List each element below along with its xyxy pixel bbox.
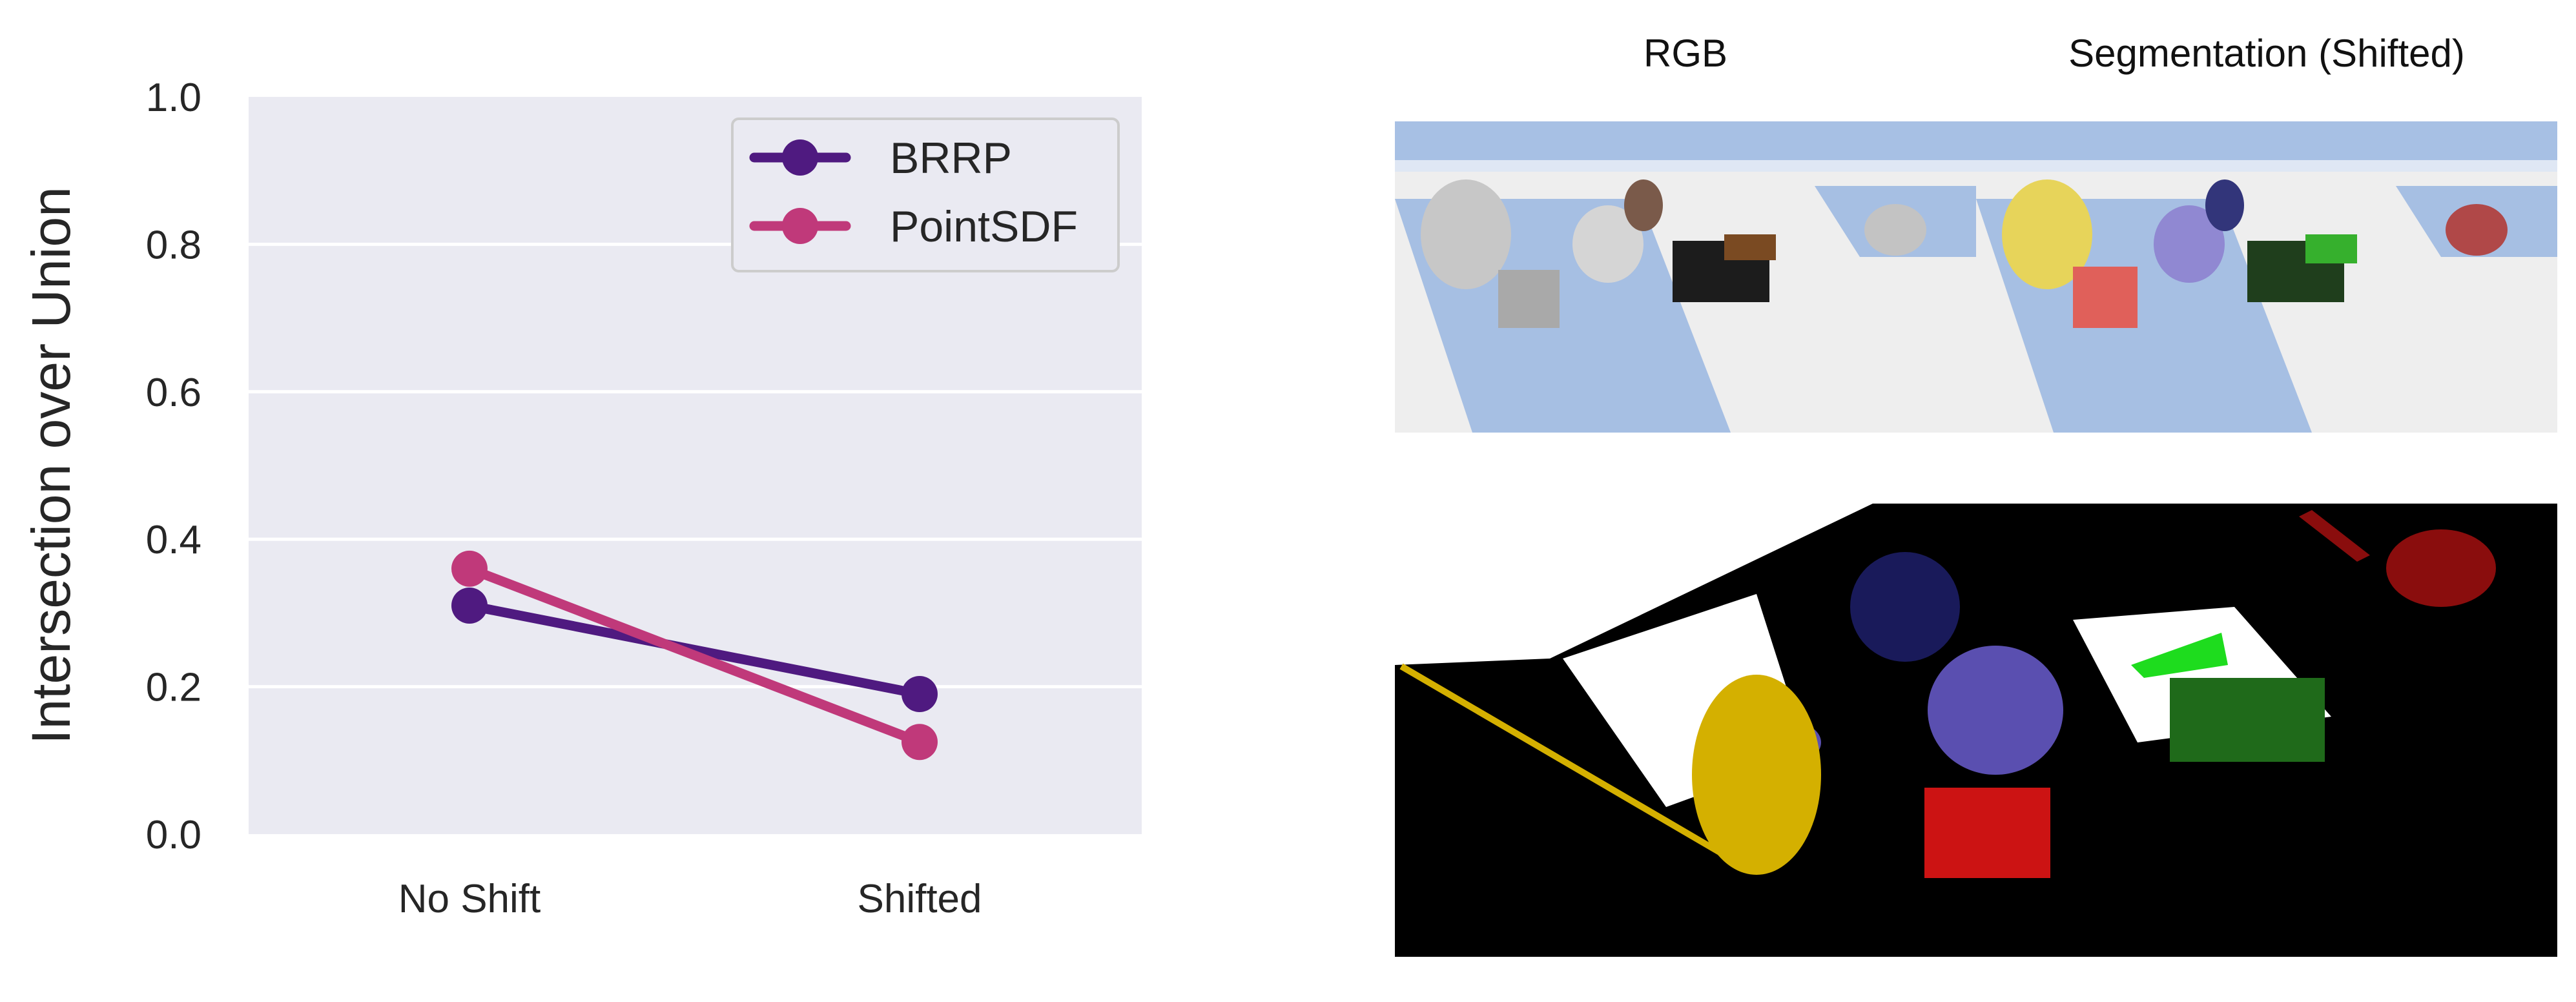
y-tick-label: 0.0 [146, 813, 201, 857]
series-points [451, 550, 938, 761]
data-point-pointsdf [451, 550, 488, 587]
legend-label-brrp: BRRP [890, 134, 1012, 183]
data-point-pointsdf [902, 724, 938, 761]
x-tick-label: Shifted [857, 877, 982, 921]
y-tick-label: 0.4 [146, 518, 201, 562]
series-lines [464, 564, 925, 747]
series-line-pointsdf [464, 564, 925, 747]
data-point-brrp [902, 676, 938, 713]
segmentation-3d-view [1395, 497, 2557, 957]
segmentation-panel-title: Segmentation (Shifted) [2068, 32, 2465, 75]
legend: BRRP PointSDF [731, 118, 1120, 272]
x-tick-label: No Shift [398, 877, 541, 921]
y-tick-label: 0.6 [146, 371, 201, 415]
legend-label-pointsdf: PointSDF [890, 202, 1078, 251]
segmentation-scene-image [1976, 121, 2557, 433]
rgb-panel-title: RGB [1643, 32, 1728, 75]
y-tick-label: 0.8 [146, 223, 201, 267]
y-tick-label: 1.0 [146, 76, 201, 120]
legend-marker-brrp [782, 139, 818, 176]
series-line-brrp [464, 600, 925, 699]
data-point-brrp [451, 587, 488, 624]
y-tick-labels: 0.0 0.2 0.4 0.6 0.8 1.0 [146, 76, 201, 857]
y-axis-title: Intersection over Union [21, 187, 81, 744]
rgb-scene-image [1395, 121, 1976, 433]
x-tick-labels: No Shift Shifted [398, 877, 982, 921]
grid-lines [249, 242, 1142, 689]
y-tick-label: 0.2 [146, 666, 201, 710]
legend-marker-pointsdf [782, 208, 818, 244]
